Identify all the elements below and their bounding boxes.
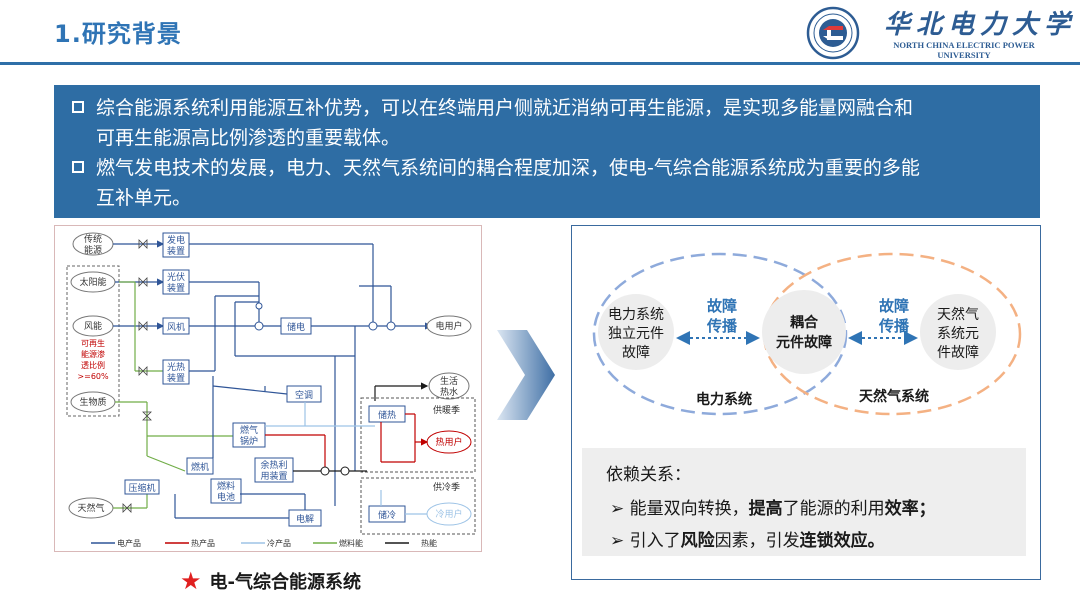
node-power-fault: 电力系统 (608, 307, 664, 323)
svg-text:件故障: 件故障 (937, 345, 979, 361)
dependency-title: 依赖关系： (606, 465, 691, 485)
legend-thermal: 热能 (421, 538, 437, 548)
svg-text:>=60%: >=60% (77, 372, 109, 381)
svg-text:能源渗: 能源渗 (81, 349, 105, 359)
university-name-cn: 华北电力大学 (884, 10, 1077, 40)
svg-text:装置: 装置 (167, 372, 185, 384)
header-divider (0, 62, 1080, 65)
gas-system-ellipse (762, 252, 1022, 416)
legend-fuel: 燃料能 (339, 538, 363, 548)
device-generator: 发电 (167, 234, 185, 246)
device-cold-storage: 储冷 (378, 509, 396, 521)
svg-text:元件故障: 元件故障 (776, 334, 832, 351)
integrated-energy-diagram: 传统 能源 太阳能 风能 可再生 能源渗 透比例 >=60% 生物质 天然气 (54, 225, 482, 552)
user-heat: 热用户 (435, 436, 462, 448)
device-fuel-cell: 燃料 (217, 480, 235, 492)
legend-electric: 电产品 (117, 538, 141, 548)
svg-text:能源: 能源 (84, 244, 102, 256)
svg-text:热水: 热水 (440, 386, 458, 398)
chevron-right-icon: ➢ (610, 531, 630, 551)
square-bullet-icon (72, 161, 84, 173)
coupling-failure-panel: 电力系统 独立元件 故障 耦合 元件故障 天然气 系统元 件故障 故障 传播 故… (571, 225, 1041, 580)
intro-banner: 综合能源系统利用能源互补优势，可以在终端用户侧就近消纳可再生能源，是实现多能量网… (54, 85, 1040, 218)
device-fan: 风机 (167, 321, 185, 333)
device-heat-storage: 储热 (378, 409, 396, 421)
page-title: 1.研究背景 (54, 20, 182, 48)
node-coupling-fault: 耦合 (790, 314, 819, 331)
propagation-left-label: 故障 (707, 297, 737, 315)
source-traditional: 传统 (84, 233, 102, 245)
svg-text:电池: 电池 (217, 491, 235, 503)
university-logo (806, 6, 860, 60)
dependency-box: 依赖关系： ➢ 能量双向转换，提高了能源的利用效率； ➢ 引入了风险因素，引发连… (582, 448, 1026, 556)
legend-heat: 热产品 (191, 538, 215, 548)
device-electrolysis: 电解 (296, 513, 314, 525)
gas-system-label: 天然气系统 (859, 388, 929, 405)
bullet-1: 综合能源系统利用能源互补优势，可以在终端用户侧就近消纳可再生能源，是实现多能量网… (70, 93, 1024, 153)
propagation-right-label: 故障 (879, 297, 909, 315)
svg-text:锅炉: 锅炉 (240, 435, 258, 447)
right-arrow-icon (497, 330, 555, 420)
device-boiler: 燃气 (240, 424, 258, 436)
node-gas-fault: 天然气 (937, 306, 979, 323)
device-aircon: 空调 (295, 389, 313, 401)
dependency-item-2: ➢ 引入了风险因素，引发连锁效应。 (610, 531, 885, 551)
diagram-caption: ★ 电-气综合能源系统 (180, 567, 361, 595)
source-wind: 风能 (84, 320, 102, 332)
source-solar: 太阳能 (79, 276, 106, 288)
user-hot-water: 生活 (440, 375, 458, 387)
legend-cold: 冷产品 (267, 538, 291, 548)
power-system-ellipse (592, 252, 848, 416)
square-bullet-icon (72, 101, 84, 113)
bullet-2: 燃气发电技术的发展，电力、天然气系统间的耦合程度加深，使电-气综合能源系统成为重… (70, 153, 1024, 213)
renewable-note: 可再生 (81, 338, 105, 348)
source-gas: 天然气 (77, 502, 104, 514)
user-electric: 电用户 (435, 320, 462, 332)
university-name-en: NORTH CHINA ELECTRIC POWER UNIVERSITY (893, 40, 1035, 60)
device-waste-heat: 余热利 (260, 459, 287, 471)
device-compressor: 压缩机 (128, 482, 155, 494)
cooling-season-label: 供冷季 (433, 481, 460, 493)
heating-season-label: 供暖季 (433, 404, 460, 416)
device-storage: 储电 (287, 321, 305, 333)
svg-text:装置: 装置 (167, 245, 185, 257)
svg-text:故障: 故障 (622, 345, 650, 361)
star-icon: ★ (180, 567, 202, 595)
device-pv: 光伏 (167, 271, 185, 283)
svg-text:传播: 传播 (878, 317, 910, 335)
source-biomass: 生物质 (79, 396, 106, 408)
svg-text:独立元件: 独立元件 (608, 326, 664, 342)
user-cold: 冷用户 (435, 508, 462, 520)
svg-text:透比例: 透比例 (81, 360, 105, 370)
svg-text:系统元: 系统元 (937, 326, 979, 342)
device-turbine: 燃机 (191, 461, 209, 473)
power-system-label: 电力系统 (696, 391, 752, 408)
svg-text:传播: 传播 (706, 317, 738, 335)
chevron-right-icon: ➢ (610, 499, 630, 519)
svg-text:装置: 装置 (167, 282, 185, 294)
svg-text:用装置: 用装置 (260, 470, 287, 482)
dependency-item-1: ➢ 能量双向转换，提高了能源的利用效率； (610, 499, 936, 519)
device-solar-thermal: 光热 (167, 361, 185, 373)
